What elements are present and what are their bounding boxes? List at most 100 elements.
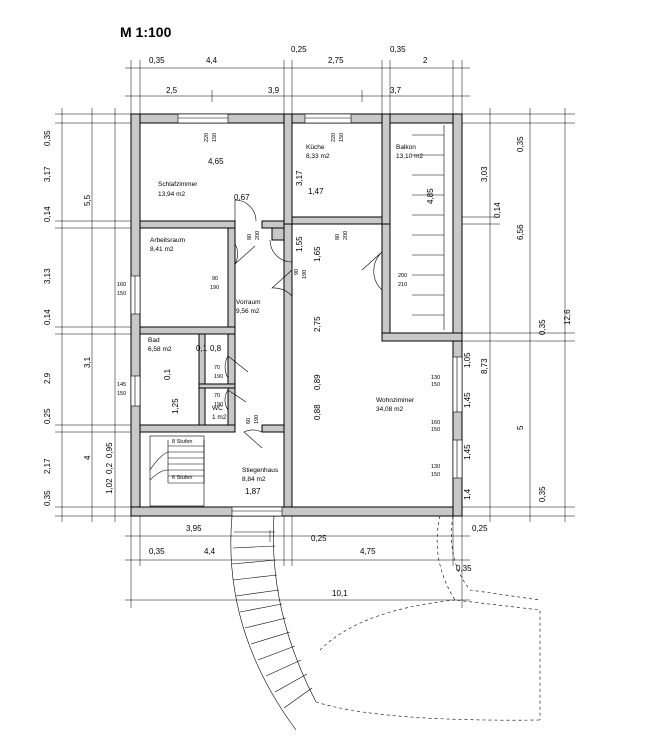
room-balkon-area: 13,10 m2	[396, 153, 423, 160]
room-labels: Schlafzimmer 13,94 m2 Küche 8,33 m2 Balk…	[148, 144, 423, 483]
opening-15-w: 130	[431, 464, 440, 470]
dim-int-14: 1,87	[245, 487, 261, 496]
window-bedroom	[177, 113, 229, 124]
dim-right-4: 6,56	[516, 224, 525, 240]
opening-8-h: 150	[117, 291, 126, 297]
dim-right-2: 3,03	[480, 166, 489, 182]
opening-5-w: 90	[212, 276, 218, 282]
wall-kitchen-south	[291, 216, 383, 225]
wall-partition-kitchen	[283, 113, 293, 225]
wall-stair-north-right	[261, 424, 285, 433]
dim-left-inner-5: 2,17	[43, 458, 52, 474]
door-kitchen	[269, 239, 293, 263]
opening-4-w: 80	[335, 234, 341, 240]
wall-south	[130, 506, 463, 517]
dim-left-5: 0,25	[43, 408, 52, 424]
door-living	[271, 269, 293, 297]
dim-left-inner-2: 3,13	[43, 268, 52, 284]
dim-int-12: 0,1	[163, 368, 172, 380]
window-stair	[231, 506, 283, 517]
dim-right-3: 0,14	[493, 202, 502, 218]
dim-left-inner-4: 2,9	[43, 372, 52, 384]
dim-int-6: 1,65	[313, 246, 322, 262]
room-bad-area: 6,58 m2	[148, 346, 172, 353]
opening-7-w: 200	[398, 273, 407, 279]
dim-left-1: 0,35	[43, 130, 52, 146]
room-wohnzimmer-name: Wohnzimmer	[376, 397, 415, 404]
dim-top-row2-3: 3,7	[390, 86, 402, 95]
dim-left-3: 0,14	[43, 206, 52, 222]
dim-left-4: 3,1	[83, 356, 92, 368]
dim-right-9: 0,35	[538, 486, 547, 502]
opening-6-h: 190	[302, 270, 308, 279]
dim-int-11: 0,8	[210, 344, 222, 353]
opening-2-h: 150	[339, 133, 345, 142]
walls	[130, 113, 463, 517]
dim-left-6: 4	[83, 455, 92, 460]
dim-left-misc-3: 0,95	[105, 442, 114, 458]
dim-top-6: 2	[423, 56, 428, 65]
dim-bottom-row2-1: 0,35	[149, 547, 165, 556]
dim-bottom-2: 0,25	[472, 524, 488, 533]
room-arbeitsraum-name: Arbeitsraum	[150, 237, 185, 244]
wall-balcony-west	[381, 223, 391, 335]
opening-15-h: 150	[431, 472, 440, 478]
dim-bottom-1: 3,95	[186, 524, 202, 533]
dim-right-inner-3: 1,45	[463, 392, 472, 408]
window-living-upper	[452, 356, 463, 413]
room-wohnzimmer-area: 34,08 m2	[376, 406, 403, 413]
dimension-text: 0,35 4,4 0,25 2,75 0,35 2 2,5 3,9 3,7 0,…	[43, 45, 572, 598]
dim-right-inner-4: 1,45	[463, 444, 472, 460]
dim-int-13: 1,25	[171, 398, 180, 414]
dim-right-inner-1: 4,85	[426, 188, 435, 204]
interior-stairs: 8 Stufen 6 Stufen	[149, 435, 205, 507]
dimension-lines	[55, 60, 575, 608]
dim-left-misc-2: 0,2	[105, 462, 114, 474]
door-swings	[224, 199, 383, 449]
room-vorraum-name: Vorraum	[236, 299, 261, 306]
door-balcony	[361, 251, 383, 291]
dim-bottom-row2-5: 0,35	[456, 564, 472, 573]
room-kueche-name: Küche	[306, 144, 325, 151]
wall-kitchen-balcony	[381, 113, 391, 225]
dim-int-5: 1,55	[295, 236, 304, 252]
door-bath	[224, 355, 249, 379]
dim-int-1: 4,65	[208, 157, 224, 166]
opening-1-h: 150	[212, 133, 218, 142]
dim-right-8: 5	[516, 425, 525, 430]
opening-12-h: 190	[254, 415, 260, 424]
room-stiegenhaus-area: 8,84 m2	[242, 476, 266, 483]
opening-2-w: 220	[331, 133, 337, 142]
dim-bottom-row2-4: 4,75	[360, 547, 376, 556]
room-kueche-area: 8,33 m2	[306, 153, 330, 160]
door-bedroom	[234, 199, 257, 222]
dim-right-6: 12,6	[563, 309, 572, 325]
dim-int-3: 1,47	[308, 187, 324, 196]
door-wc	[224, 389, 247, 411]
room-bad-name: Bad	[148, 337, 160, 344]
wall-office-south	[139, 326, 236, 335]
dim-right-1: 0,35	[516, 136, 525, 152]
dim-right-7: 8,73	[480, 358, 489, 374]
opening-3-w: 80	[247, 234, 253, 240]
opening-5-h: 190	[210, 285, 219, 291]
opening-10-h: 190	[214, 374, 223, 380]
opening-11-w: 70	[214, 393, 220, 399]
opening-11-h: 190	[214, 402, 223, 408]
room-schlafzimmer-area: 13,94 m2	[158, 191, 185, 198]
wall-bath-south	[139, 424, 236, 433]
dim-int-10: 0,1	[196, 344, 208, 353]
room-wc-name: WC	[212, 405, 223, 412]
window-living-lower	[452, 439, 463, 479]
wall-wc-north	[198, 383, 236, 389]
dim-top-2: 4,4	[206, 56, 218, 65]
opening-8-w: 160	[117, 282, 126, 288]
dim-bottom-row2-3: 0,25	[311, 534, 327, 543]
stairs-lower-label: 6 Stufen	[172, 475, 193, 481]
dim-right-inner-2: 1,05	[463, 352, 472, 368]
dim-top-4: 2,75	[328, 56, 344, 65]
opening-13-h: 150	[431, 382, 440, 388]
wall-bedroom-south	[139, 220, 236, 229]
dim-top-row2-1: 2,5	[166, 86, 178, 95]
opening-1-w: 220	[204, 133, 210, 142]
